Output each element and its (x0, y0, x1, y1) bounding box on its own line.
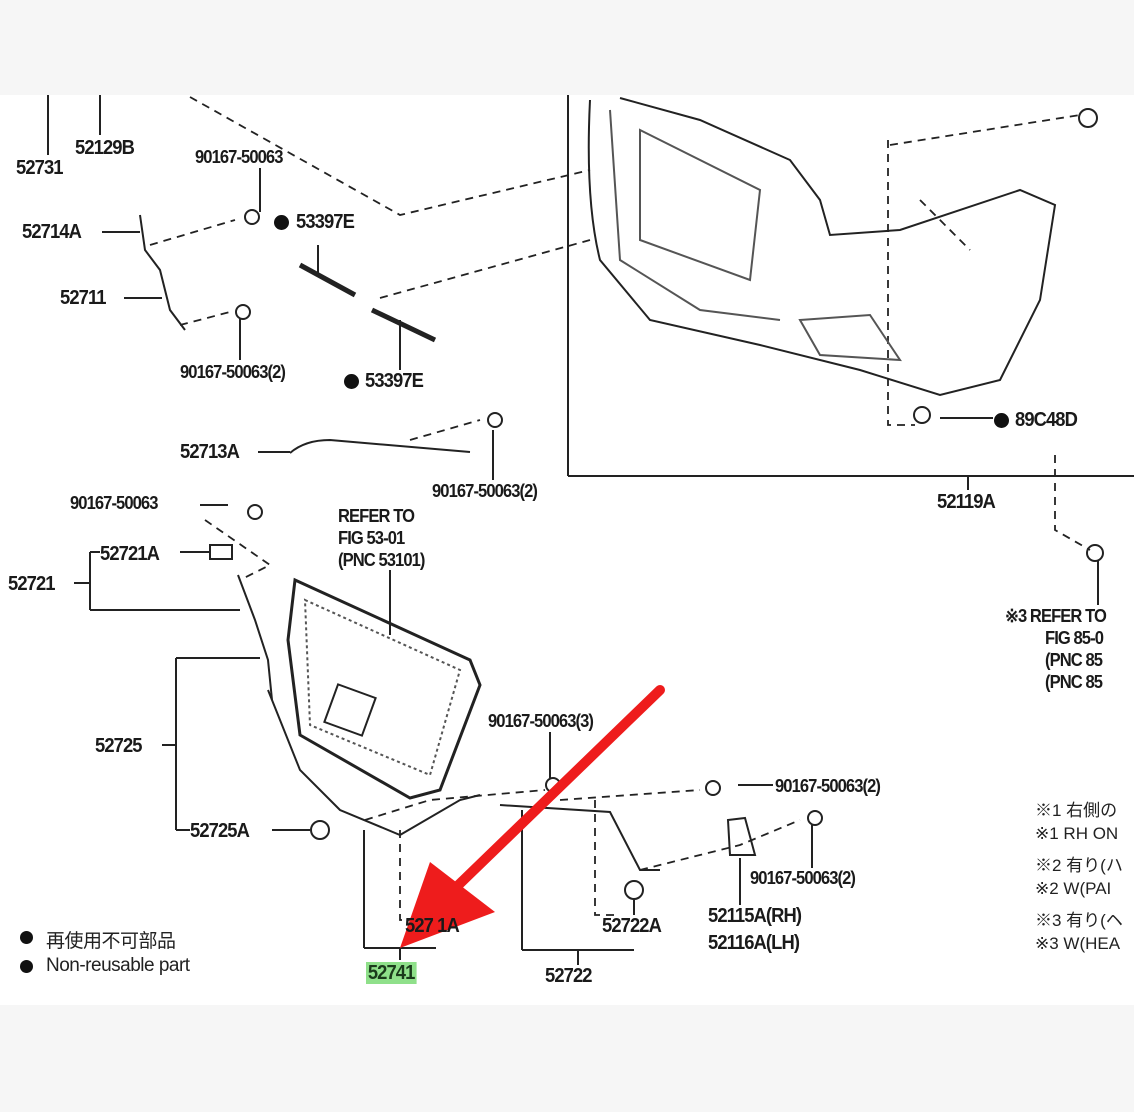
part-label-52741-highlighted[interactable]: 52741 (366, 962, 417, 984)
part-label-52725[interactable]: 52725 (95, 735, 142, 757)
part-label-bolt[interactable]: 90167-50063(2) (180, 362, 286, 382)
parts-diagram: 52731 52129B 90167-50063 53397E 52714A 5… (0, 95, 1134, 1005)
refer-grille-line2[interactable]: FIG 53-01 (338, 528, 405, 548)
refer-right-line2[interactable]: FIG 85-0 (1045, 628, 1104, 648)
part-label-52119a[interactable]: 52119A (937, 491, 996, 513)
part-label-52711[interactable]: 52711 (60, 287, 106, 309)
non-reusable-bullet-icon (344, 374, 359, 389)
note-1-jp: ※1 右側の (1035, 801, 1118, 820)
part-label-bolt[interactable]: 90167-50063(2) (775, 776, 881, 796)
leader-lines (47, 95, 1134, 965)
part-label-52714a[interactable]: 52714A (22, 221, 82, 243)
part-label-53397e[interactable]: 53397E (365, 370, 424, 392)
note-2-jp: ※2 有り(ハ (1035, 856, 1123, 875)
part-label-bolt[interactable]: 90167-50063(2) (750, 868, 856, 888)
part-sketches (139, 97, 1104, 900)
part-label-bolt[interactable]: 90167-50063 (70, 493, 158, 513)
part-label-bolt[interactable]: 90167-50063(2) (432, 481, 538, 501)
part-label-52731[interactable]: 52731 (16, 157, 63, 179)
part-label-52725a[interactable]: 52725A (190, 820, 250, 842)
red-arrow-icon (400, 685, 665, 948)
diagram-artwork (47, 95, 1134, 965)
non-reusable-bullet-icon (20, 960, 33, 973)
part-label-52721[interactable]: 52721 (8, 573, 55, 595)
refer-right-line4[interactable]: (PNC 85 (1045, 672, 1103, 692)
note-1-en: ※1 RH ON (1035, 824, 1119, 843)
non-reusable-bullet-icon (274, 215, 289, 230)
refer-grille-line1[interactable]: REFER TO (338, 506, 415, 526)
note-3-jp: ※3 有り(ヘ (1035, 911, 1123, 930)
part-label-bolt[interactable]: 90167-50063(3) (488, 711, 594, 731)
part-label-obscured[interactable]: 527 1A (405, 915, 460, 937)
part-label-52115a[interactable]: 52115A(RH) (708, 905, 802, 927)
legend-jp: 再使用不可部品 (46, 931, 176, 952)
part-label-52116a[interactable]: 52116A(LH) (708, 932, 800, 954)
part-label-52722[interactable]: 52722 (545, 965, 592, 987)
part-label-bolt[interactable]: 90167-50063 (195, 147, 283, 167)
part-label-52721a[interactable]: 52721A (100, 543, 160, 565)
part-label-53397e[interactable]: 53397E (296, 211, 355, 233)
refer-grille-line3[interactable]: (PNC 53101) (338, 550, 425, 570)
part-label-89c48d[interactable]: 89C48D (1015, 409, 1078, 431)
non-reusable-bullet-icon (994, 413, 1009, 428)
note-2-en: ※2 W(PAI (1035, 879, 1112, 898)
legend-en: Non-reusable part (46, 955, 190, 976)
part-label-52129b[interactable]: 52129B (75, 137, 135, 159)
dashed-lines (149, 96, 1091, 921)
refer-right-line3[interactable]: (PNC 85 (1045, 650, 1103, 670)
note-3-en: ※3 W(HEA (1035, 934, 1121, 953)
refer-right-line1[interactable]: ※3 REFER TO (1005, 606, 1107, 626)
part-label-52722a[interactable]: 52722A (602, 915, 662, 937)
non-reusable-bullet-icon (20, 931, 33, 944)
part-label-52713a[interactable]: 52713A (180, 441, 240, 463)
